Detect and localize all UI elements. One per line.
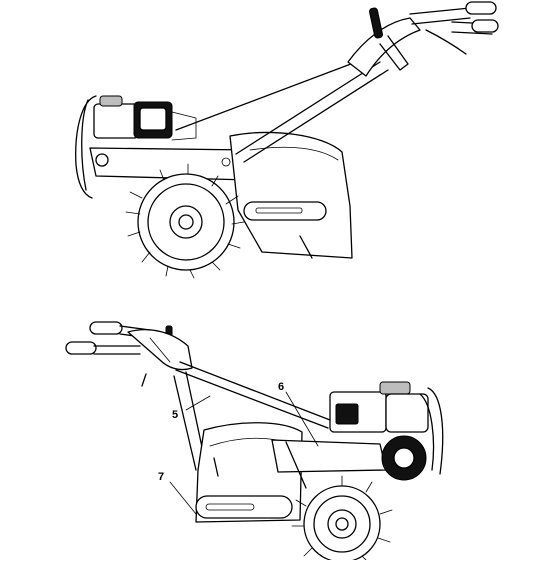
callout-7-label: 7 (158, 471, 164, 483)
callout-7: 7 (158, 471, 197, 515)
callout-6: 6 (278, 381, 319, 447)
tiller-left-view (75, 1, 499, 279)
callout-5: 5 (172, 395, 211, 421)
callout-6-label: 6 (278, 381, 284, 393)
callout-5-label: 5 (172, 409, 178, 421)
tiller-right-view (65, 321, 444, 563)
